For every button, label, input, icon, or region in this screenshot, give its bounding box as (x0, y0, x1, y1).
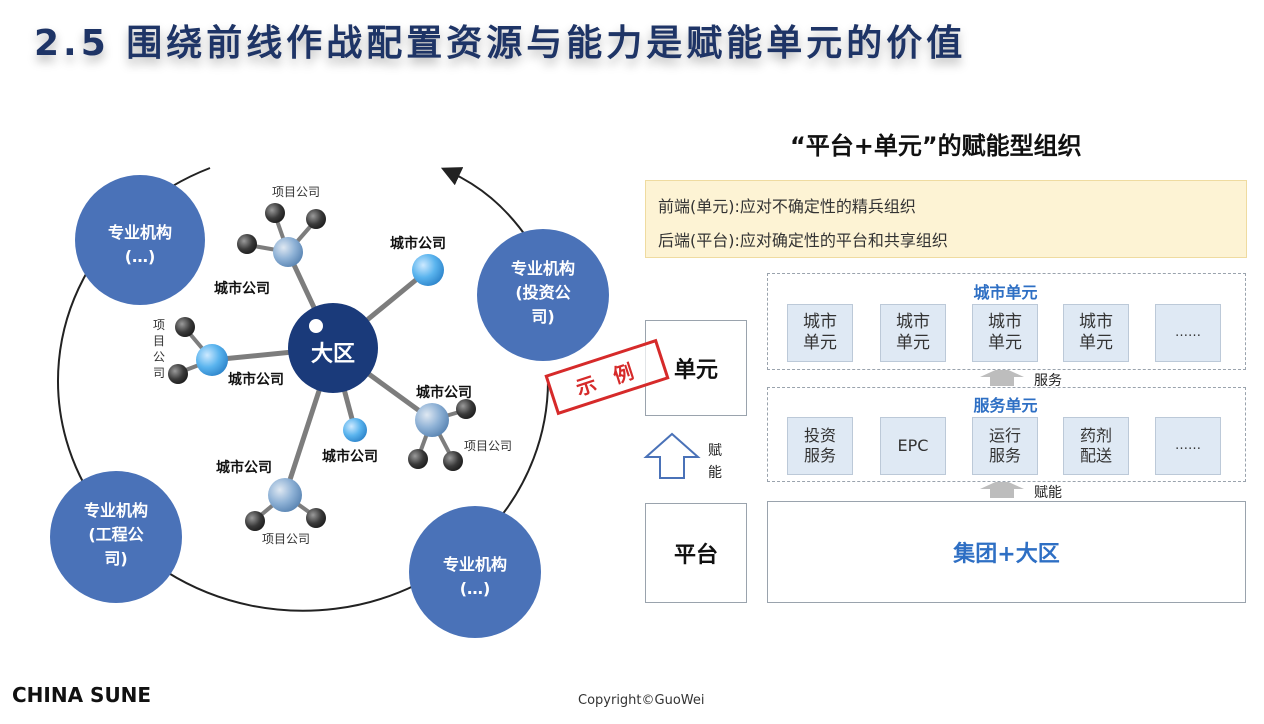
svg-text:目: 目 (153, 334, 165, 348)
platform-box: 平台 (645, 503, 747, 603)
org-label: 专业机构 (84, 501, 148, 520)
front-line-text: 前端(单元):应对不确定性的精兵组织 (658, 197, 916, 216)
project-company-label: 项目公司 (262, 532, 310, 546)
city-company-label: 城市公司 (228, 371, 284, 388)
front-back-summary: 前端(单元):应对不确定性的精兵组织 后端(平台):应对确定性的平台和共享组织 (645, 180, 1247, 258)
empower-vertical-2: 能 (708, 465, 722, 481)
city-unit-title: 城市单元 (973, 283, 1038, 302)
city-atom (273, 237, 303, 267)
empower-arrow-icon (643, 432, 701, 479)
city-unit-cell: …… (1155, 304, 1221, 362)
org-circle (50, 471, 182, 603)
city-company-label: 城市公司 (214, 280, 270, 297)
org-circle (477, 229, 609, 361)
org-circle (75, 175, 205, 305)
org-label: (…) (460, 579, 491, 598)
group-region-box: 集团+大区 (767, 501, 1246, 603)
city-atom (343, 418, 367, 442)
city-atom (412, 254, 444, 286)
service-unit-cell: 运行 服务 (972, 417, 1038, 475)
group-region-label: 集团+大区 (953, 542, 1060, 567)
page-title: 2.5 围绕前线作战配置资源与能力是赋能单元的价值 (34, 23, 967, 64)
serve-label: 服务 (1034, 373, 1062, 389)
hub-diagram: 大区 专业机构 (…) 专业机构 (投资公 司) 专业机构 (工程公 司) 专业… (50, 167, 609, 638)
org-model-heading: “平台+单元”的赋能型组织 (790, 132, 1082, 160)
org-label: 专业机构 (108, 223, 172, 242)
center-label: 大区 (311, 342, 355, 367)
org-label: (投资公 (515, 283, 570, 302)
svg-text:公: 公 (153, 350, 165, 364)
service-unit-cell: …… (1155, 417, 1221, 475)
project-company-label: 项目公司 (272, 185, 320, 199)
org-label: 专业机构 (443, 555, 507, 574)
service-unit-cell: 投资 服务 (787, 417, 853, 475)
empower-label: 赋能 (1034, 485, 1062, 501)
city-company-label: 城市公司 (390, 235, 446, 252)
city-atom (196, 344, 228, 376)
project-company-label: 项目公司 (464, 439, 512, 453)
project-atoms (168, 203, 476, 531)
org-label: (工程公 (88, 525, 143, 544)
org-circle (409, 506, 541, 638)
cycle-arrow (440, 167, 531, 243)
city-company-label: 城市公司 (322, 448, 378, 465)
org-label: 司) (531, 307, 554, 326)
company-logo: CHINA SUNE (12, 683, 152, 707)
city-company-label: 城市公司 (416, 384, 472, 401)
project-company-label-vertical: 项 (153, 318, 165, 332)
copyright-text: Copyright©GuoWei (578, 693, 705, 708)
svg-text:司: 司 (153, 366, 165, 380)
city-unit-cell: 城市 单元 (880, 304, 946, 362)
org-label: 专业机构 (511, 259, 575, 278)
service-unit-title: 服务单元 (973, 396, 1038, 415)
city-unit-cell: 城市 单元 (972, 304, 1038, 362)
city-company-label: 城市公司 (216, 459, 272, 476)
org-label: (…) (125, 247, 156, 266)
back-line-text: 后端(平台):应对确定性的平台和共享组织 (658, 231, 948, 250)
city-unit-cell: 城市 单元 (1063, 304, 1129, 362)
service-unit-cell: EPC (880, 417, 946, 475)
empower-vertical-1: 赋 (708, 443, 722, 459)
service-unit-cell: 药剂 配送 (1063, 417, 1129, 475)
city-atom (415, 403, 449, 437)
city-atom (268, 478, 302, 512)
org-label: 司) (104, 549, 127, 568)
city-unit-cell: 城市 单元 (787, 304, 853, 362)
